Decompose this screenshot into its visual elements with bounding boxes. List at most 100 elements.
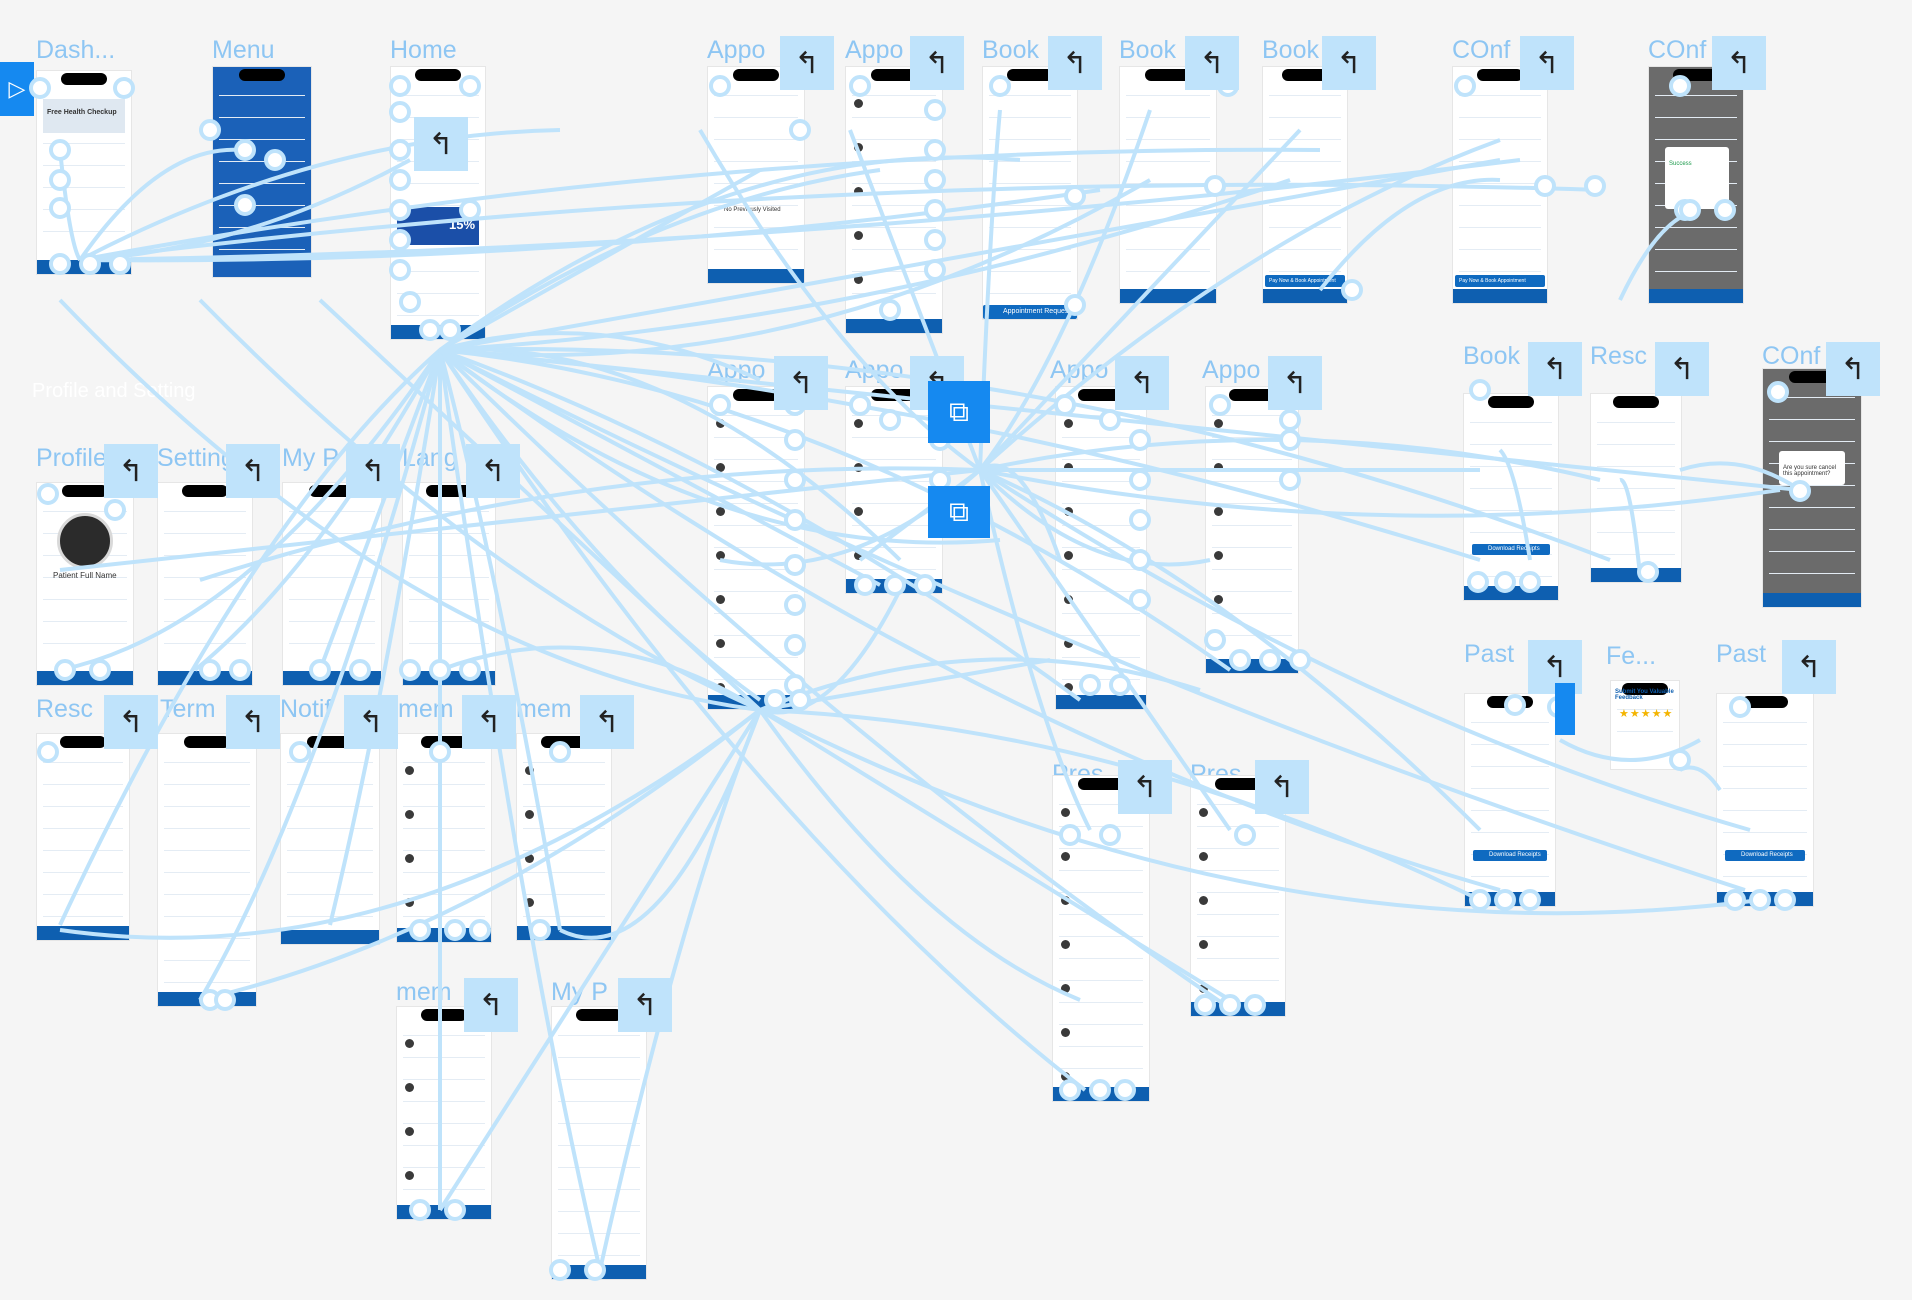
flow-node[interactable]	[924, 199, 946, 221]
flow-node[interactable]	[49, 169, 71, 191]
flow-node[interactable]	[29, 77, 51, 99]
flow-node[interactable]	[199, 659, 221, 681]
flow-node[interactable]	[439, 319, 461, 341]
flow-node[interactable]	[1089, 1079, 1111, 1101]
frame-title[interactable]: Resc	[1590, 342, 1647, 370]
flow-node[interactable]	[989, 75, 1011, 97]
flow-node[interactable]	[1749, 889, 1771, 911]
flow-node[interactable]	[1494, 571, 1516, 593]
screen-frame-cancel-modal[interactable]: Are you sure cancel this appointment?	[1762, 368, 1862, 608]
flow-node[interactable]	[1109, 674, 1131, 696]
download-receipts-button[interactable]: Download Receipts	[1725, 850, 1805, 861]
flow-node[interactable]	[389, 139, 411, 161]
flow-node[interactable]	[584, 1259, 606, 1281]
flow-node[interactable]	[1729, 696, 1751, 718]
flow-node[interactable]	[1114, 1079, 1136, 1101]
flow-node[interactable]	[1584, 175, 1606, 197]
frame-title[interactable]: mem	[396, 978, 452, 1006]
back-arrow-icon[interactable]: ↰	[414, 117, 468, 171]
back-arrow-icon[interactable]: ↰	[104, 695, 158, 749]
frame-title[interactable]: Past	[1716, 640, 1767, 668]
frame-title[interactable]: Appo	[1202, 356, 1261, 384]
back-arrow-icon[interactable]: ↰	[1118, 760, 1172, 814]
flow-node[interactable]	[389, 101, 411, 123]
flow-node[interactable]	[49, 197, 71, 219]
flow-node[interactable]	[1129, 549, 1151, 571]
back-arrow-icon[interactable]: ↰	[1712, 36, 1766, 90]
flow-node[interactable]	[1054, 394, 1076, 416]
flow-node[interactable]	[784, 634, 806, 656]
flow-node[interactable]	[389, 75, 411, 97]
flow-node[interactable]	[229, 659, 251, 681]
flow-node[interactable]	[1129, 429, 1151, 451]
flow-node[interactable]	[49, 253, 71, 275]
flow-node[interactable]	[789, 689, 811, 711]
flow-node[interactable]	[79, 253, 101, 275]
back-arrow-icon[interactable]: ↰	[346, 444, 400, 498]
flow-node[interactable]	[1774, 889, 1796, 911]
frame-title[interactable]: Past	[1464, 640, 1515, 668]
back-arrow-icon[interactable]: ↰	[1255, 760, 1309, 814]
frame-title[interactable]: COnf	[1762, 342, 1821, 370]
flow-node[interactable]	[924, 99, 946, 121]
flow-node[interactable]	[419, 319, 441, 341]
flow-node[interactable]	[854, 574, 876, 596]
flow-node[interactable]	[1469, 379, 1491, 401]
back-arrow-icon[interactable]: ↰	[1782, 640, 1836, 694]
appointment-request-button[interactable]: Appointment Request	[983, 305, 1077, 319]
pay-book-button[interactable]: Pay Now & Book Appointment	[1455, 275, 1545, 287]
bottom-nav-bar[interactable]	[708, 269, 804, 283]
flow-node[interactable]	[1064, 185, 1086, 207]
back-arrow-icon[interactable]: ↰	[1115, 356, 1169, 410]
frame-title[interactable]: Dash...	[36, 36, 116, 64]
flow-node[interactable]	[1519, 571, 1541, 593]
flow-node[interactable]	[459, 199, 481, 221]
flow-node[interactable]	[1209, 394, 1231, 416]
flow-node[interactable]	[1289, 649, 1311, 671]
flow-node[interactable]	[409, 1199, 431, 1221]
back-arrow-icon[interactable]: ↰	[774, 356, 828, 410]
flow-node[interactable]	[924, 229, 946, 251]
flow-node[interactable]	[1129, 469, 1151, 491]
flow-node[interactable]	[1767, 381, 1789, 403]
bottom-nav-bar[interactable]	[1263, 289, 1347, 303]
back-arrow-icon[interactable]: ↰	[580, 695, 634, 749]
flow-node[interactable]	[1469, 889, 1491, 911]
flow-node[interactable]	[109, 253, 131, 275]
flow-node[interactable]	[459, 75, 481, 97]
back-arrow-icon[interactable]: ↰	[464, 978, 518, 1032]
back-arrow-icon[interactable]: ↰	[780, 36, 834, 90]
flow-node[interactable]	[549, 741, 571, 763]
frame-title[interactable]: Book	[1119, 36, 1176, 64]
bottom-nav-bar[interactable]	[1453, 289, 1547, 303]
back-arrow-icon[interactable]: ↰	[1268, 356, 1322, 410]
flow-node[interactable]	[199, 119, 221, 141]
flow-node[interactable]	[1219, 994, 1241, 1016]
back-arrow-icon[interactable]: ↰	[1826, 342, 1880, 396]
flow-node[interactable]	[409, 919, 431, 941]
flow-node[interactable]	[789, 119, 811, 141]
frame-title[interactable]: Resc	[36, 695, 93, 723]
flow-node[interactable]	[924, 259, 946, 281]
cancel-dialog[interactable]: Are you sure cancel this appointment?	[1779, 451, 1845, 485]
flow-node[interactable]	[389, 169, 411, 191]
flow-node[interactable]	[1204, 629, 1226, 651]
flow-node[interactable]	[444, 919, 466, 941]
frame-title[interactable]: Menu	[212, 36, 275, 64]
flow-node[interactable]	[349, 659, 371, 681]
frame-title[interactable]: COnf	[1648, 36, 1707, 64]
screen-frame-booking[interactable]: Appointment Request	[982, 66, 1078, 320]
flow-node[interactable]	[1244, 994, 1266, 1016]
flow-node[interactable]	[37, 483, 59, 505]
back-arrow-icon[interactable]: ↰	[1322, 36, 1376, 90]
flow-node[interactable]	[1519, 889, 1541, 911]
flow-node[interactable]	[549, 1259, 571, 1281]
flow-node[interactable]	[1099, 409, 1121, 431]
flow-node[interactable]	[389, 229, 411, 251]
flow-node[interactable]	[784, 429, 806, 451]
flow-node[interactable]	[459, 659, 481, 681]
flow-node[interactable]	[1714, 199, 1736, 221]
flow-node[interactable]	[1064, 294, 1086, 316]
back-arrow-icon[interactable]: ↰	[1528, 342, 1582, 396]
